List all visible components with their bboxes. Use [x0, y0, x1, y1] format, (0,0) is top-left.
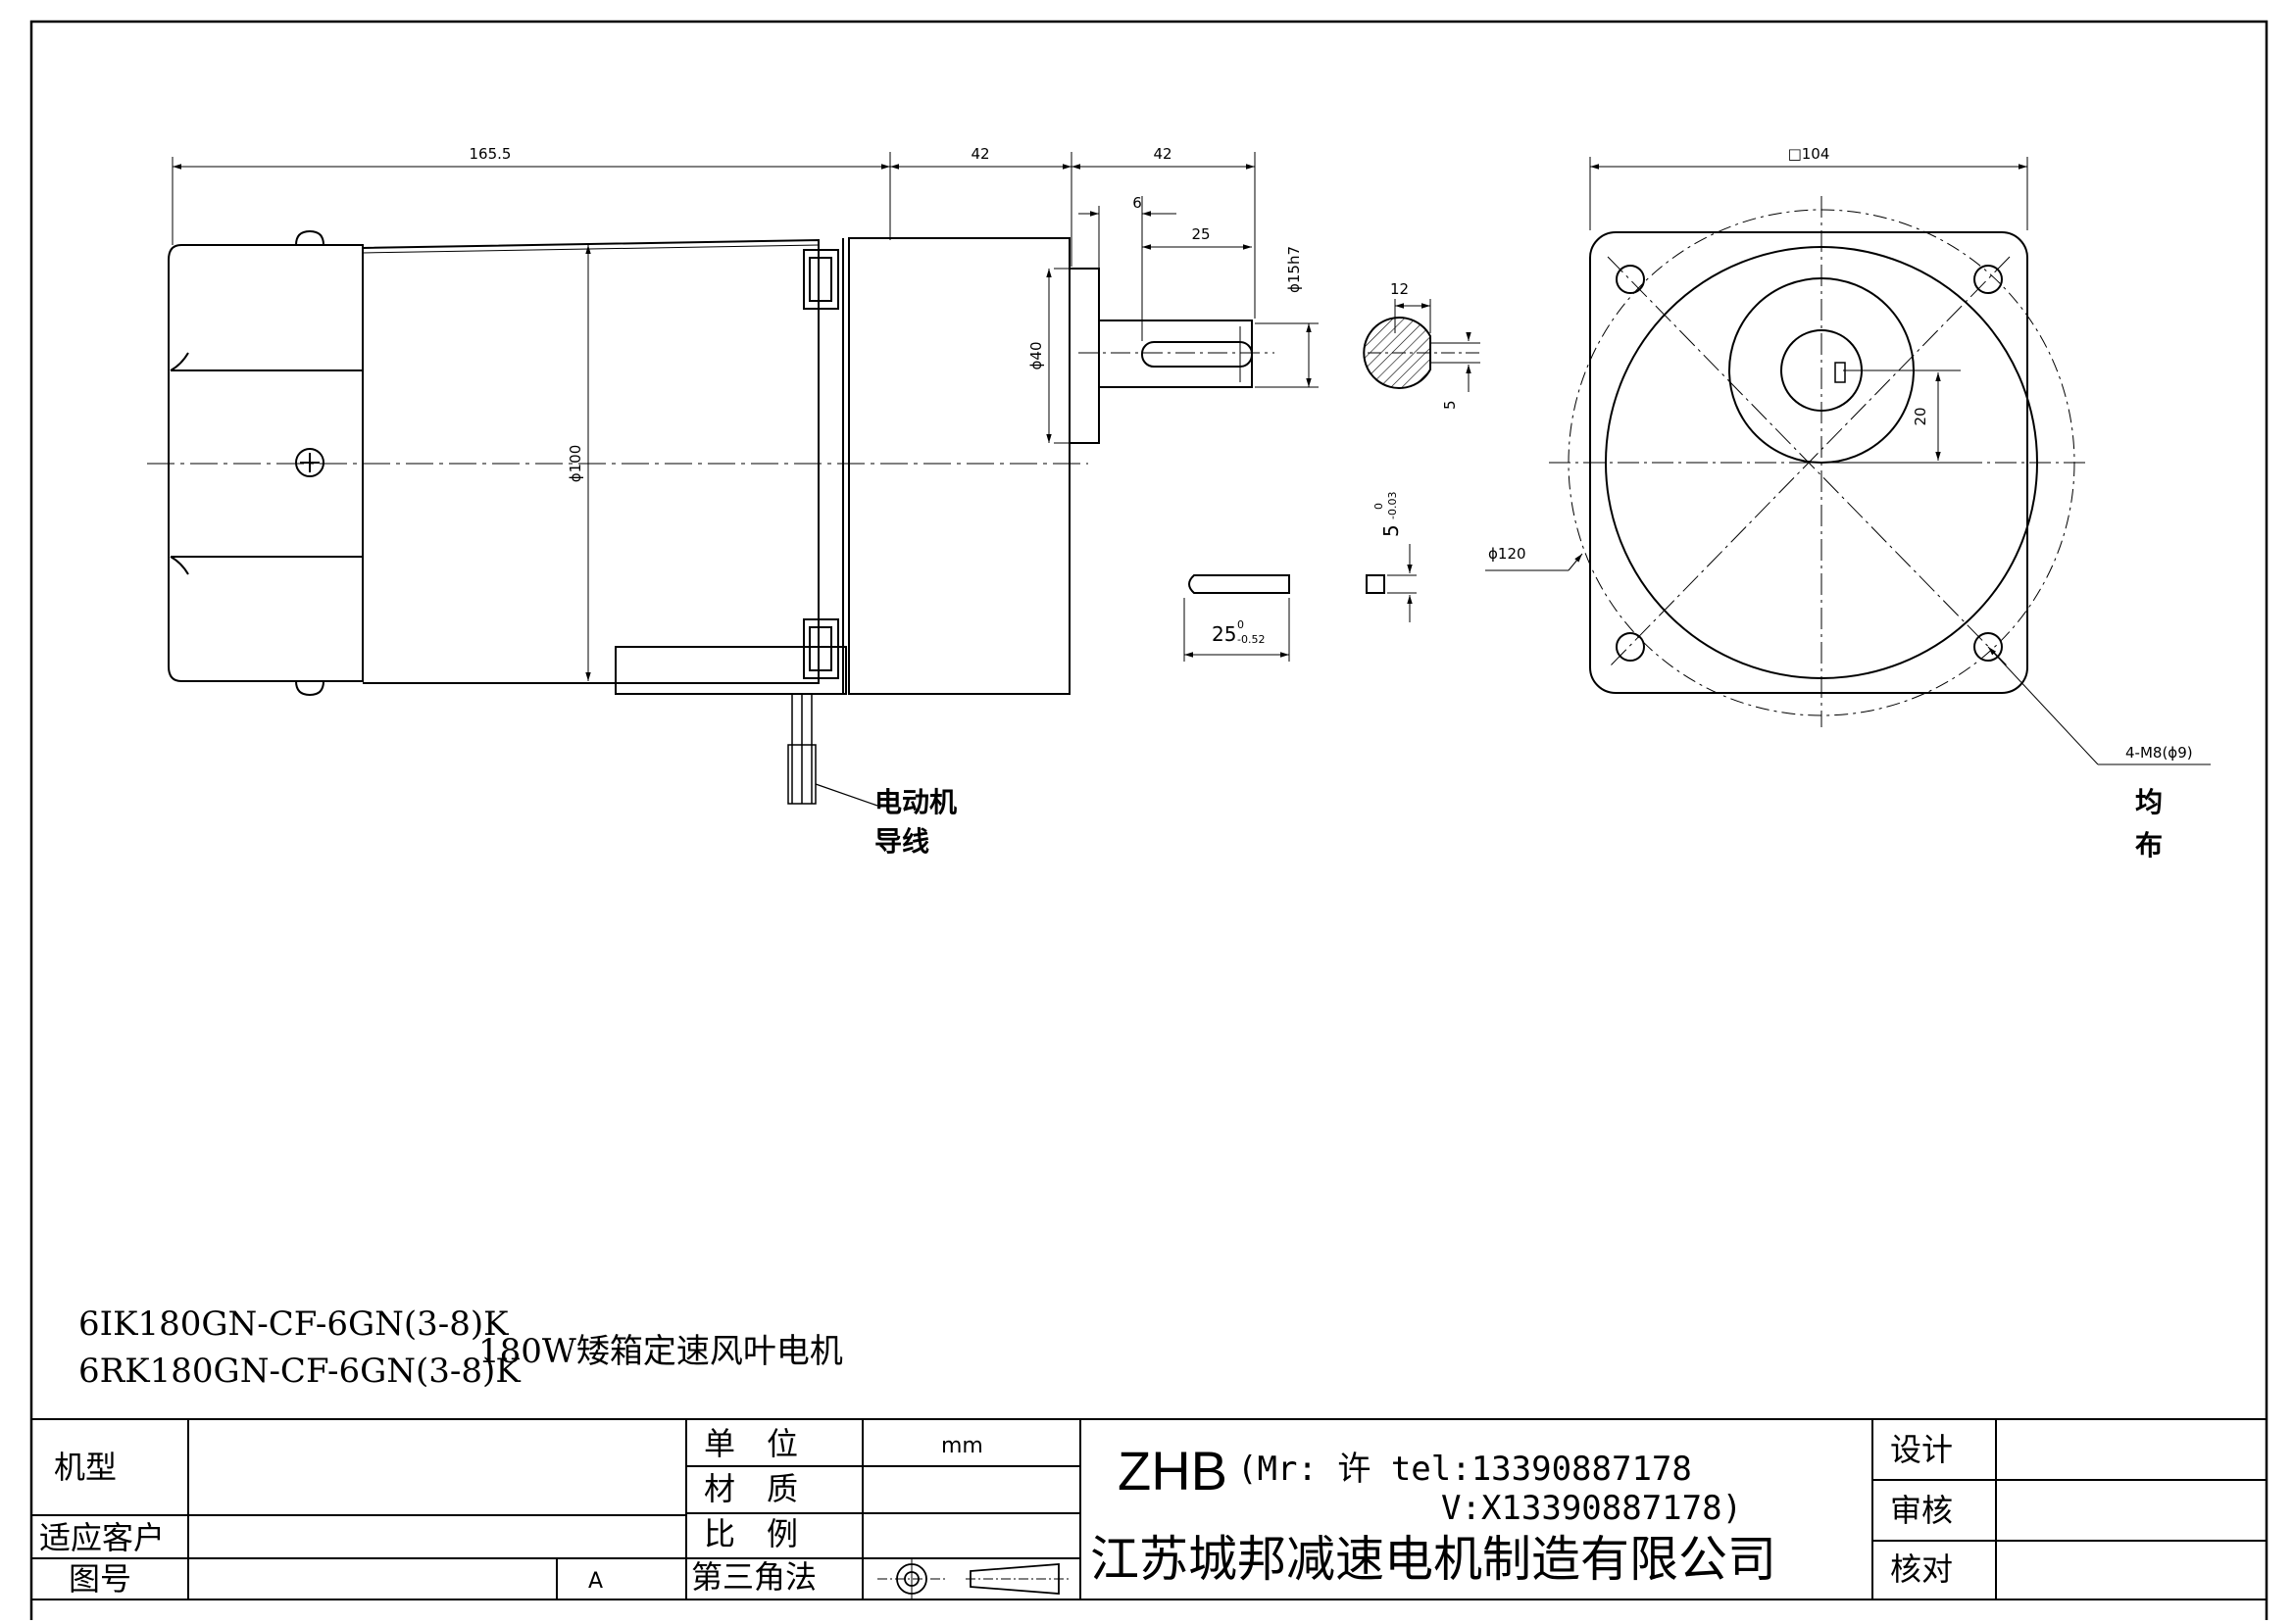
model-line-2: 6RK180GN-CF-6GN(3-8)K — [78, 1352, 521, 1391]
dim-flange-square: □104 — [1788, 145, 1830, 163]
lead-wire-note-1: 电动机 — [874, 786, 957, 818]
model-description: 180W矮箱定速风叶电机 — [478, 1332, 843, 1371]
dim-key-length-tol-upper: 0 — [1237, 618, 1244, 631]
label-customer: 适应客户 — [39, 1519, 165, 1556]
front-view-dimensions — [1485, 157, 2211, 765]
model-line-1: 6IK180GN-CF-6GN(3-8)K — [78, 1304, 509, 1344]
third-angle-projection-symbol — [877, 1558, 1069, 1599]
dim-section-key-height: 5 — [1441, 400, 1459, 410]
drawing-frame — [29, 20, 2268, 1624]
dim-section-width: 12 — [1390, 280, 1409, 298]
contact-line-1: (Mr: 许 tel:13390887178 — [1237, 1450, 1692, 1489]
dim-gearbox-length: 42 — [971, 145, 989, 163]
dim-key-offset: 6 — [1132, 194, 1142, 212]
label-unit: 单 位 — [704, 1425, 798, 1462]
label-check: 核对 — [1890, 1550, 1953, 1588]
label-scale: 比 例 — [704, 1515, 798, 1552]
key-detail — [1183, 544, 1417, 662]
dim-shaft-length: 42 — [1153, 145, 1171, 163]
title-block-grid — [31, 1418, 2267, 1600]
shaft-section-view — [1363, 299, 1480, 392]
dim-motor-diameter: ϕ100 — [567, 445, 584, 483]
contact-line-2: V:X13390887178) — [1441, 1489, 1742, 1528]
dim-key-length-tol-lower: -0.52 — [1237, 633, 1265, 646]
unit-value: mm — [941, 1434, 983, 1458]
label-review: 审核 — [1890, 1492, 1953, 1529]
dim-key-width: 5 — [1379, 524, 1403, 537]
side-view-dimensions — [172, 152, 1319, 681]
dim-key-length: 25 — [1191, 225, 1210, 243]
dim-shaft-diameter: ϕ15h7 — [1285, 246, 1303, 293]
dim-pilot-diameter: ϕ40 — [1027, 342, 1045, 370]
dim-key-width-tol-upper: 0 — [1372, 503, 1385, 510]
dim-overall-length: 165.5 — [470, 145, 512, 163]
dim-key-length: 25 — [1212, 622, 1236, 646]
lead-wire-note-2: 导线 — [874, 825, 929, 858]
label-drawing-no: 图号 — [69, 1560, 131, 1598]
label-material: 材 质 — [704, 1470, 798, 1507]
brand-name: ZHB — [1118, 1440, 1227, 1501]
front-view-centerlines — [1549, 196, 2088, 727]
drawing-no-value: A — [588, 1569, 603, 1594]
dim-center-height: 20 — [1912, 407, 1929, 425]
label-machine-type: 机型 — [54, 1449, 117, 1486]
label-projection: 第三角法 — [691, 1558, 817, 1596]
dim-bolt-holes: 4-M8(ϕ9) — [2125, 744, 2193, 762]
note-evenly-distributed-1: 均 — [2135, 786, 2163, 818]
label-design: 设计 — [1890, 1431, 1953, 1468]
dim-bolt-circle: ϕ120 — [1488, 545, 1526, 563]
motor-side-view — [168, 229, 1253, 807]
dim-key-width-tol-lower: -0.03 — [1386, 492, 1399, 519]
company-name: 江苏城邦减速电机制造有限公司 — [1090, 1531, 1776, 1588]
note-evenly-distributed-2: 布 — [2135, 829, 2163, 861]
